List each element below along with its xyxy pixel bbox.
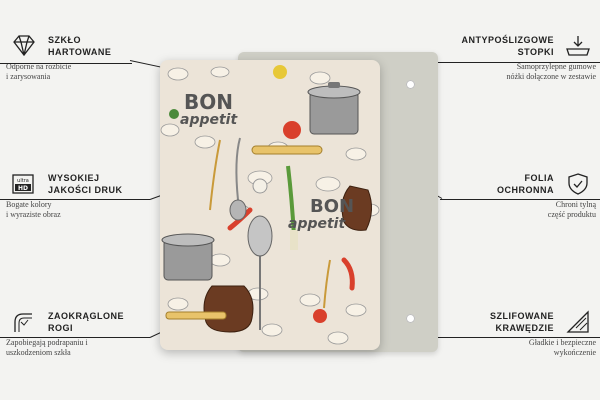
feature-title: WYSOKIEJ	[48, 173, 100, 183]
feature-desc: wykończenie	[553, 348, 596, 357]
feature-desc: uszkodzeniom szkła	[6, 348, 71, 357]
diamond-icon	[10, 34, 38, 60]
shield-check-icon	[564, 172, 592, 198]
feature-desc: Gładkie i bezpieczne	[528, 338, 596, 347]
connector-line	[430, 62, 600, 63]
connector-line	[430, 337, 600, 338]
feature-rounded-corners: ZAOKRĄGLONE ROGI Zapobiegają podrapaniu i…	[6, 310, 156, 358]
feature-title: ROGI	[48, 323, 74, 333]
connector-line	[0, 199, 150, 200]
feature-desc: Zapobiegają podrapaniu i	[6, 338, 88, 347]
feature-desc: nóżki dołączone w zestawie	[506, 72, 596, 81]
svg-text:ultra: ultra	[17, 178, 29, 184]
feature-desc: Chroni tylną	[555, 200, 596, 209]
feature-desc: i zarysowania	[6, 72, 51, 81]
poster-text: appetit	[180, 112, 238, 128]
feature-title: HARTOWANE	[48, 47, 112, 57]
connector-line	[0, 337, 150, 338]
feature-desc: Bogate kolory	[6, 200, 52, 209]
feature-title: JAKOŚCI DRUK	[48, 185, 123, 195]
poster-text: BON	[184, 90, 233, 114]
anti-slip-foot	[406, 314, 415, 323]
anti-slip-foot	[406, 80, 415, 89]
feature-title: FOLIA	[524, 173, 554, 183]
anti-slip-feet-icon	[564, 34, 592, 60]
feature-title: KRAWĘDZIE	[495, 323, 554, 333]
feature-desc: Samoprzylepne gumowe	[516, 62, 596, 71]
feature-title: STOPKI	[517, 47, 554, 57]
feature-desc: Odporne na rozbicie	[6, 62, 72, 71]
polished-edge-icon	[564, 310, 592, 336]
poster-text: BON	[310, 196, 355, 217]
feature-desc: część produktu	[547, 210, 596, 219]
connector-line	[440, 199, 600, 200]
feature-polished-edges: SZLIFOWANE KRAWĘDZIE Gładkie i bezpieczne…	[446, 310, 596, 358]
feature-title: ANTYPOŚLIZGOWE	[461, 35, 554, 45]
feature-title: OCHRONNA	[497, 185, 554, 195]
rounded-corner-icon	[10, 310, 38, 336]
connector-line	[0, 63, 132, 64]
feature-title: SZKŁO	[48, 35, 81, 45]
poster-illustration	[160, 65, 380, 345]
glass-panel-front: BON appetit BON appetit	[160, 60, 380, 350]
pot-illustration	[307, 82, 361, 135]
poster-text: appetit	[288, 216, 346, 232]
feature-desc: i wyraziste obraz	[6, 210, 61, 219]
feature-title: ZAOKRĄGLONE	[48, 311, 124, 321]
feature-anti-slip-feet: ANTYPOŚLIZGOWE STOPKI Samoprzylepne gumow…	[446, 34, 597, 82]
svg-text:HD: HD	[18, 185, 28, 192]
feature-title: SZLIFOWANE	[490, 311, 554, 321]
